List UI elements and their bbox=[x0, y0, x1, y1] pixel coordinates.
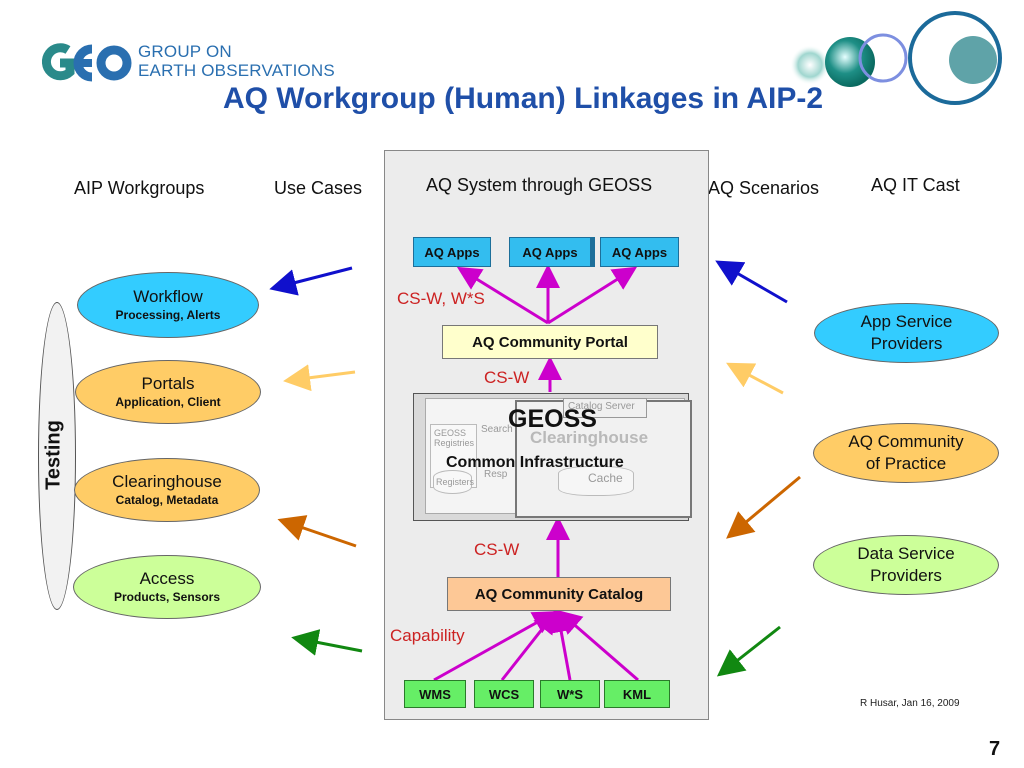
cache-label: Cache bbox=[588, 471, 623, 485]
provider-app-service-line1: App Service bbox=[860, 312, 953, 331]
arrow-ws-to-catalog bbox=[549, 608, 574, 681]
label-csw-ws: CS-W, W*S bbox=[397, 289, 485, 308]
arrow-kml-to-catalog bbox=[557, 610, 639, 682]
header-aq-it-cast: AQ IT Cast bbox=[871, 175, 960, 195]
aq-apps-box-1: AQ Apps bbox=[413, 237, 491, 267]
search-label: Search bbox=[481, 424, 513, 435]
arrow-yellow-right bbox=[726, 362, 784, 395]
service-kml-box: KML bbox=[604, 680, 670, 708]
workgroup-workflow: Workflow Processing, Alerts bbox=[77, 272, 259, 338]
header-use-cases: Use Cases bbox=[274, 178, 363, 198]
logo-text-line2: EARTH OBSERVATIONS bbox=[138, 61, 335, 80]
testing-ellipse bbox=[38, 302, 76, 610]
footer-credit: R Husar, Jan 16, 2009 bbox=[860, 698, 960, 709]
workgroup-access-title: Access bbox=[139, 569, 195, 588]
workgroup-clearinghouse: Clearinghouse Catalog, Metadata bbox=[74, 458, 260, 522]
header-aq-scenarios: AQ Scenarios bbox=[708, 178, 820, 198]
provider-aq-community: AQ Community of Practice bbox=[813, 423, 999, 483]
geoss-registries-label: GEOSS Registries bbox=[434, 428, 475, 448]
workgroup-access-subtitle: Products, Sensors bbox=[113, 590, 221, 604]
clearinghouse-label: Clearinghouse bbox=[530, 428, 649, 447]
label-capability: Capability bbox=[390, 626, 465, 645]
workgroup-access: Access Products, Sensors bbox=[73, 555, 261, 619]
label-csw-portal: CS-W bbox=[484, 368, 530, 387]
catalog-server-label: Catalog Server bbox=[568, 401, 635, 412]
arrow-orange-left bbox=[277, 515, 357, 548]
arrow-blue-left bbox=[269, 266, 353, 296]
workgroup-workflow-title: Workflow bbox=[133, 287, 203, 306]
registers-cylinder-icon bbox=[433, 470, 472, 494]
workgroup-workflow-subtitle: Processing, Alerts bbox=[115, 308, 221, 322]
service-wcs-box: WCS bbox=[474, 680, 534, 708]
arrow-green-left bbox=[291, 629, 363, 656]
resp-label: Resp bbox=[484, 469, 508, 480]
logo-text: GROUP ON EARTH OBSERVATIONS bbox=[138, 42, 335, 80]
arrow-yellow-left bbox=[283, 364, 356, 392]
arrow-wcs-to-catalog bbox=[500, 609, 558, 681]
provider-data-service-line2: Providers bbox=[870, 566, 942, 585]
arrow-blue-right bbox=[715, 260, 788, 304]
provider-aq-community-line2: of Practice bbox=[865, 454, 947, 473]
label-csw-catalog: CS-W bbox=[474, 540, 520, 559]
header-aip-workgroups: AIP Workgroups bbox=[74, 178, 205, 198]
workgroup-portals-title: Portals bbox=[141, 374, 195, 393]
clearinghouse-box bbox=[515, 400, 692, 518]
page-number: 7 bbox=[989, 738, 1001, 760]
aq-apps-box-2: AQ Apps bbox=[509, 237, 595, 267]
workgroup-clearinghouse-subtitle: Catalog, Metadata bbox=[115, 493, 219, 507]
arrow-orange-right bbox=[726, 475, 801, 539]
aq-apps-box-3: AQ Apps bbox=[600, 237, 679, 267]
registers-label: Registers bbox=[436, 477, 475, 487]
arrow-portal-to-app3 bbox=[547, 266, 638, 325]
header-aq-system: AQ System through GEOSS bbox=[426, 175, 653, 195]
provider-app-service: App Service Providers bbox=[814, 303, 999, 363]
aq-community-portal-box: AQ Community Portal bbox=[442, 325, 658, 359]
workgroup-clearinghouse-title: Clearinghouse bbox=[112, 472, 222, 491]
workgroup-portals-subtitle: Application, Client bbox=[115, 395, 221, 409]
common-infrastructure-label: Common Infrastructure bbox=[446, 454, 624, 471]
provider-app-service-line2: Providers bbox=[870, 334, 943, 353]
arrow-portal-to-app1 bbox=[456, 266, 549, 325]
arrow-wms-to-catalog bbox=[433, 611, 558, 682]
provider-aq-community-line1: AQ Community bbox=[848, 432, 964, 451]
catalog-server-box bbox=[563, 398, 647, 418]
workgroup-portals: Portals Application, Client bbox=[75, 360, 261, 424]
service-ws-box: W*S bbox=[540, 680, 600, 708]
logo-text-line1: GROUP ON bbox=[138, 42, 232, 61]
page-title: AQ Workgroup (Human) Linkages in AIP-2 bbox=[222, 82, 824, 115]
service-wms-box: WMS bbox=[404, 680, 466, 708]
decorative-circles-icon bbox=[790, 11, 1002, 105]
testing-label: Testing bbox=[42, 420, 65, 490]
aq-community-catalog-box: AQ Community Catalog bbox=[447, 577, 671, 611]
geo-logo-icon bbox=[41, 43, 132, 82]
provider-data-service: Data Service Providers bbox=[813, 535, 999, 595]
arrow-green-right bbox=[716, 625, 781, 677]
provider-data-service-line1: Data Service bbox=[857, 544, 955, 563]
cache-cylinder-icon bbox=[558, 466, 634, 496]
geoss-title: GEOSS bbox=[508, 405, 597, 433]
